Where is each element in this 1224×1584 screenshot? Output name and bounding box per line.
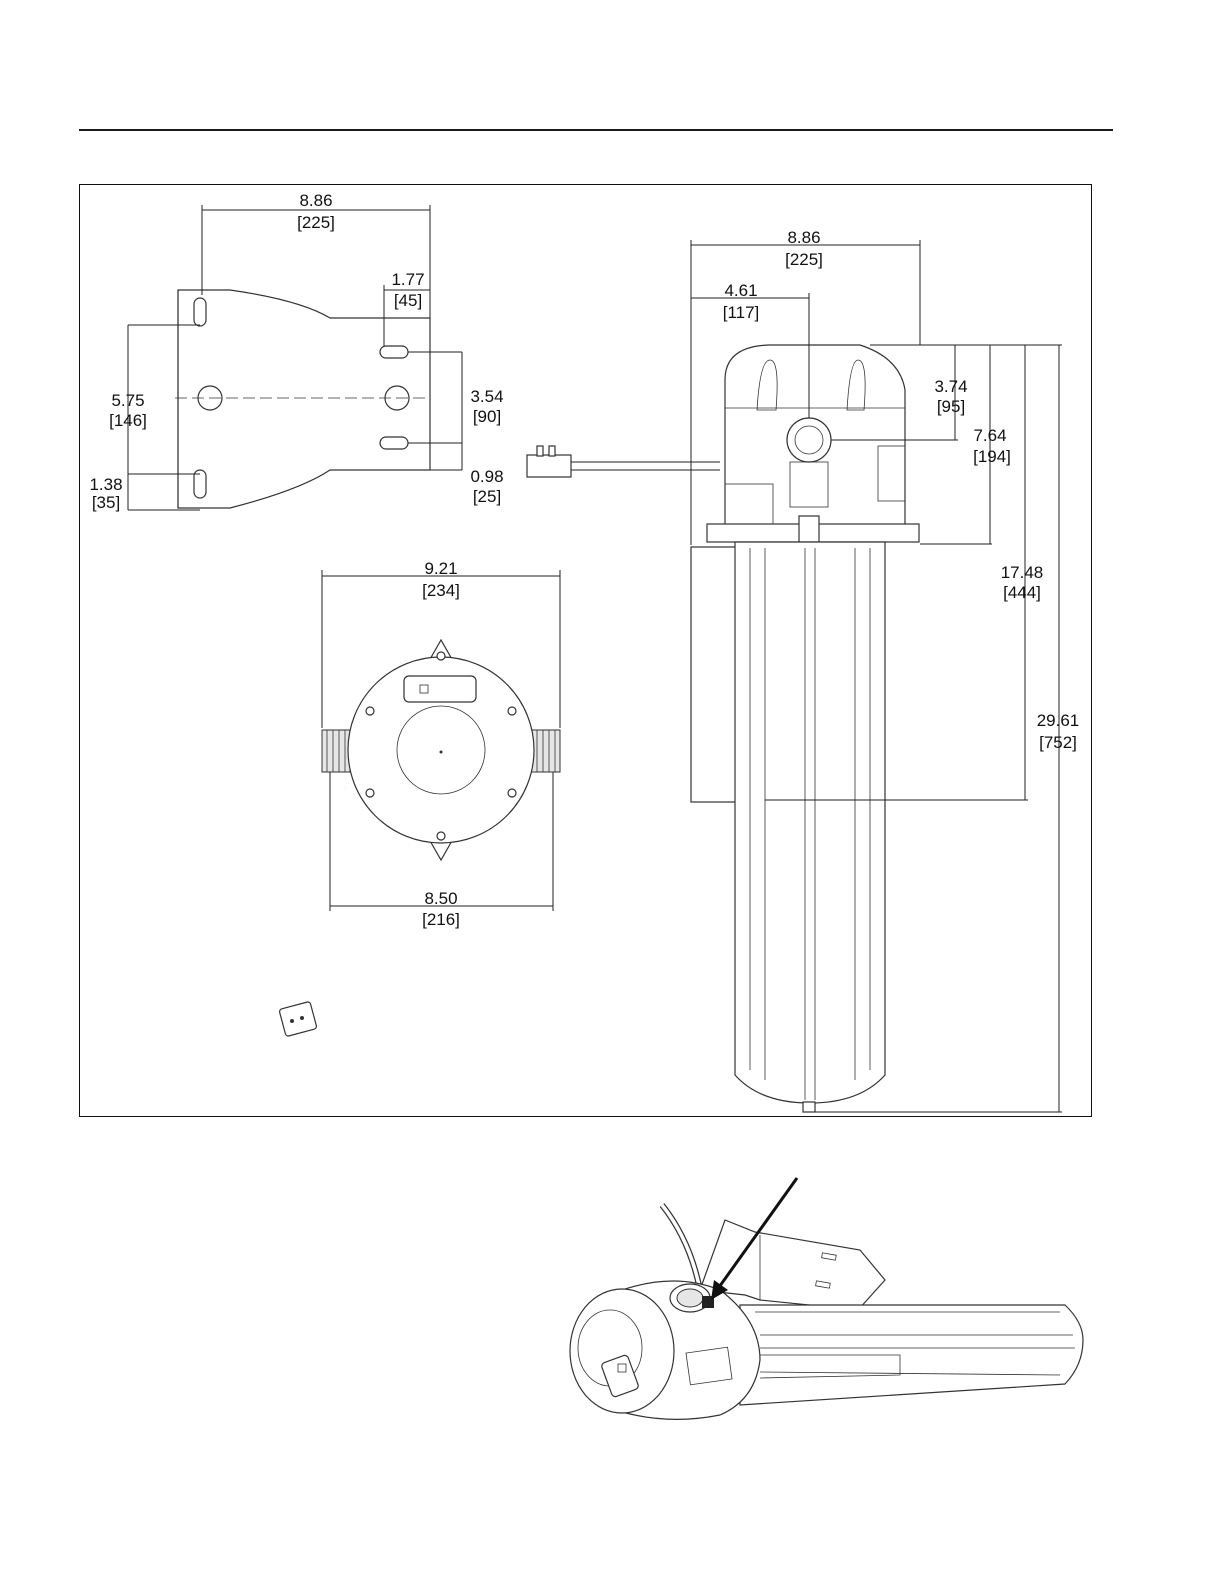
dim-unit-total-height-in: 29.61 <box>1037 711 1080 730</box>
dim-top-width-mm: [234] <box>422 581 460 600</box>
dim-unit-port-height-in: 3.74 <box>934 377 967 396</box>
dim-bracket-slot-in: 1.77 <box>391 270 424 289</box>
dim-bracket-width-in: 8.86 <box>299 191 332 210</box>
dim-bracket-right-in: 0.98 <box>470 467 503 486</box>
dim-bracket-bottom-in: 1.38 <box>89 475 122 494</box>
isometric-view <box>570 1178 1083 1419</box>
bracket-view <box>175 290 430 508</box>
dim-bracket-hole-span-in: 5.75 <box>111 391 144 410</box>
dim-unit-port-height-mm: [95] <box>937 397 965 416</box>
dim-bracket-right-mm: [25] <box>473 487 501 506</box>
dim-unit-width-in: 8.86 <box>787 228 820 247</box>
dim-unit-port-offset-in: 4.61 <box>724 281 757 300</box>
dim-unit-head-height-in: 7.64 <box>973 426 1006 445</box>
dim-bracket-width-mm: [225] <box>297 213 335 232</box>
dim-bracket-center-mm: [90] <box>473 407 501 426</box>
dim-unit-width-mm: [225] <box>785 250 823 269</box>
dim-bracket-bottom-mm: [35] <box>92 493 120 512</box>
dim-unit-bracket-height-mm: [444] <box>1003 583 1041 602</box>
dim-top-width-in: 9.21 <box>424 559 457 578</box>
top-view <box>279 640 560 1037</box>
dim-unit-port-offset-mm: [117] <box>723 303 760 322</box>
dim-top-port-span-mm: [216] <box>422 910 460 929</box>
dim-bracket-center-in: 3.54 <box>470 387 503 406</box>
dim-bracket-slot-mm: [45] <box>394 291 422 310</box>
dim-bracket-hole-span-mm: [146] <box>109 411 147 430</box>
dim-unit-total-height-mm: [752] <box>1039 733 1077 752</box>
dim-unit-bracket-height-in: 17.48 <box>1001 563 1044 582</box>
dim-top-port-span-in: 8.50 <box>424 889 457 908</box>
dim-unit-head-height-mm: [194] <box>973 447 1011 466</box>
front-view <box>527 345 919 1112</box>
